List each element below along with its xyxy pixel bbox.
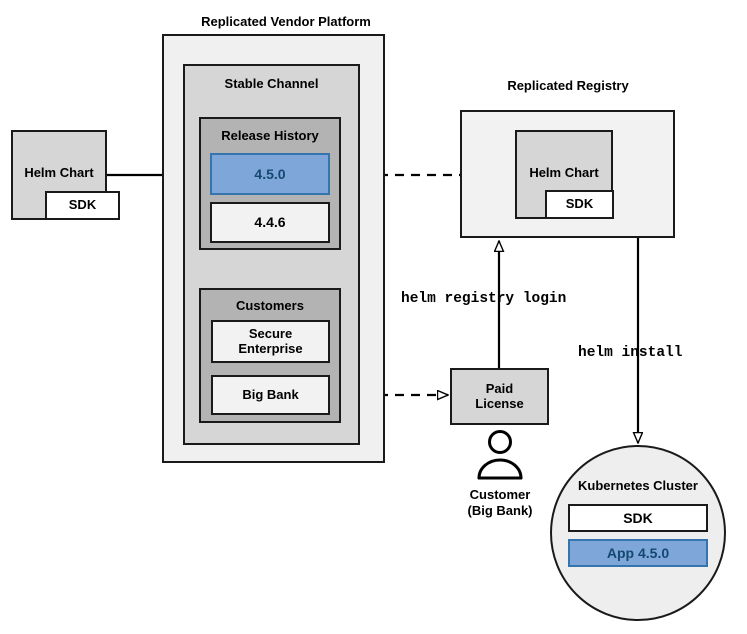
cluster-component-sdk[interactable]: SDK bbox=[568, 504, 708, 532]
cluster-component-label: SDK bbox=[623, 509, 653, 526]
kubernetes-cluster-circle bbox=[550, 445, 726, 621]
source-helm-chart-label: Helm Chart bbox=[24, 165, 94, 180]
release-version-4-4-6[interactable]: 4.4.6 bbox=[210, 202, 330, 243]
registry-sdk-box[interactable]: SDK bbox=[545, 190, 614, 219]
kubernetes-cluster-title: Kubernetes Cluster bbox=[578, 478, 698, 493]
customer-actor-name: Customer bbox=[469, 487, 531, 502]
customer-actor-detail: (Big Bank) bbox=[467, 503, 533, 518]
customer-label: Secure Enterprise bbox=[238, 325, 303, 356]
source-sdk-box[interactable]: SDK bbox=[45, 191, 120, 220]
registry-sdk-label: SDK bbox=[565, 196, 594, 212]
release-version-label: 4.4.6 bbox=[254, 214, 286, 231]
paid-license-box[interactable]: Paid License bbox=[450, 368, 549, 425]
release-version-4-5-0[interactable]: 4.5.0 bbox=[210, 153, 330, 195]
stable-channel-title: Stable Channel bbox=[224, 76, 319, 91]
command-helm-registry-login: helm registry login bbox=[401, 291, 567, 307]
release-history-title: Release History bbox=[221, 128, 319, 143]
customer-label: Big Bank bbox=[242, 386, 299, 402]
customers-title: Customers bbox=[236, 298, 304, 313]
cluster-component-label: App 4.5.0 bbox=[606, 544, 670, 561]
registry-helm-chart-label: Helm Chart bbox=[529, 165, 599, 180]
platform-title: Replicated Vendor Platform bbox=[201, 14, 371, 29]
person-icon bbox=[477, 430, 523, 480]
paid-license-label: Paid License bbox=[475, 380, 524, 411]
customer-big-bank[interactable]: Big Bank bbox=[211, 375, 330, 415]
command-helm-install: helm install bbox=[578, 345, 683, 361]
cluster-component-app[interactable]: App 4.5.0 bbox=[568, 539, 708, 567]
customer-secure-enterprise[interactable]: Secure Enterprise bbox=[211, 320, 330, 363]
release-version-label: 4.5.0 bbox=[254, 165, 286, 182]
source-sdk-label: SDK bbox=[68, 197, 97, 213]
registry-title: Replicated Registry bbox=[507, 78, 629, 93]
